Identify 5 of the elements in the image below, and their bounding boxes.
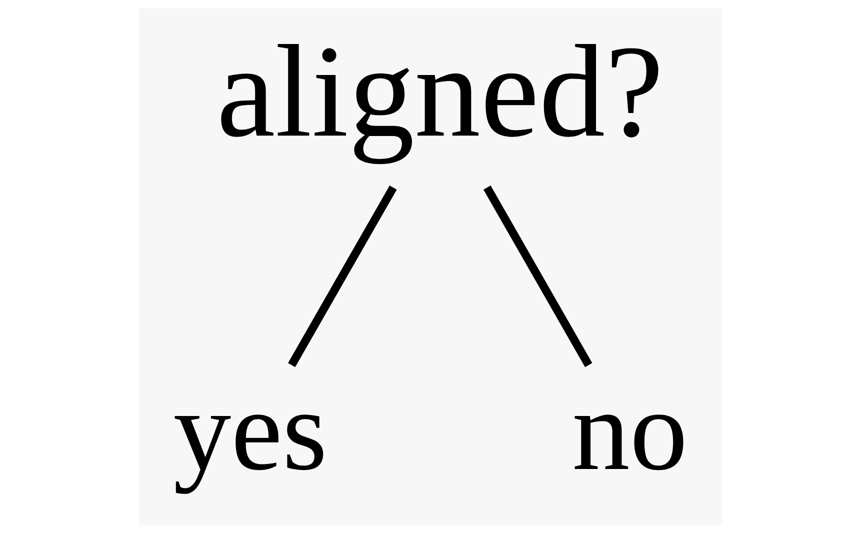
node-text: aligned?	[216, 18, 664, 165]
node-text: yes	[172, 366, 327, 494]
connector	[288, 186, 396, 368]
connector	[482, 186, 592, 368]
node-text: no	[572, 366, 688, 494]
